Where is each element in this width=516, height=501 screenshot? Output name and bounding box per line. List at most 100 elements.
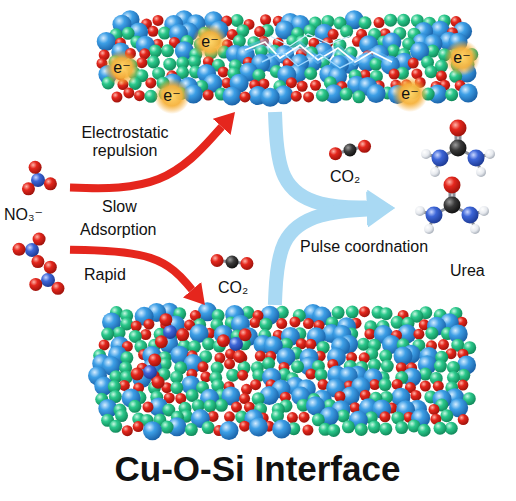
atom-sphere xyxy=(131,321,142,332)
atom-sphere xyxy=(424,224,434,234)
atom-sphere xyxy=(143,421,162,440)
atom-sphere xyxy=(111,92,122,103)
atom-sphere xyxy=(415,206,425,216)
atom-sphere xyxy=(161,421,174,434)
atom-sphere xyxy=(13,243,26,256)
atom-sphere xyxy=(202,421,215,434)
atom-sphere xyxy=(310,80,321,91)
atom-sphere xyxy=(220,421,239,440)
electric-discharge xyxy=(245,34,392,68)
nitrate-molecule xyxy=(22,161,57,196)
atom-sphere xyxy=(101,328,114,341)
atom-sphere xyxy=(462,207,479,224)
atom-sphere xyxy=(459,83,478,102)
atom-sphere xyxy=(369,379,380,390)
atom-sphere xyxy=(305,339,316,350)
co2-molecule xyxy=(329,140,371,160)
atom-sphere xyxy=(379,411,390,422)
atom-sphere xyxy=(485,149,495,159)
atom-sphere xyxy=(224,358,235,369)
electron-glow xyxy=(392,76,428,112)
atom-sphere xyxy=(379,378,392,391)
atom-sphere xyxy=(389,69,400,80)
pulse-arrow xyxy=(275,112,367,208)
atom-sphere xyxy=(364,329,375,340)
atom-sphere xyxy=(239,91,250,102)
atom-sphere xyxy=(211,254,224,267)
atom-sphere xyxy=(340,25,353,38)
atom-sphere xyxy=(479,206,489,216)
atom-sphere xyxy=(340,88,353,101)
atom-sphere xyxy=(384,14,397,27)
atom-sphere xyxy=(476,167,486,177)
atom-sphere xyxy=(22,182,35,195)
atom-sphere xyxy=(128,400,141,413)
atom-sphere xyxy=(163,58,176,71)
atom-sphere xyxy=(374,17,385,28)
bottom-slab-atoms xyxy=(88,302,476,440)
atom-sphere xyxy=(299,412,310,423)
atom-sphere xyxy=(425,65,438,78)
atom-sphere xyxy=(218,66,229,77)
nitrate-molecule xyxy=(217,328,252,363)
atom-sphere xyxy=(428,404,439,415)
nitrate-molecule xyxy=(13,233,46,268)
atom-sphere xyxy=(418,424,431,437)
atom-sphere xyxy=(421,149,431,159)
atom-sphere xyxy=(368,420,381,433)
atom-sphere xyxy=(239,421,250,432)
electron-label: e⁻ xyxy=(201,33,218,51)
nitrate-molecule xyxy=(155,313,189,348)
electron-label: e⁻ xyxy=(163,87,180,105)
atom-sphere xyxy=(29,278,42,291)
atom-sphere xyxy=(259,318,272,331)
atom-sphere xyxy=(152,15,163,26)
atom-sphere xyxy=(33,233,46,246)
atom-sphere xyxy=(152,376,165,389)
atom-sphere xyxy=(367,84,386,103)
atom-sphere xyxy=(316,89,329,102)
atom-sphere xyxy=(226,256,239,269)
atom-sphere xyxy=(444,197,461,214)
nitrate-molecule xyxy=(131,353,165,388)
atom-sphere xyxy=(444,177,461,194)
electron-label: e⁻ xyxy=(401,85,418,103)
atom-sphere xyxy=(432,150,449,167)
atom-sphere xyxy=(276,318,287,329)
atom-sphere xyxy=(297,81,308,92)
electron-glow xyxy=(154,78,190,114)
atom-sphere xyxy=(420,380,431,391)
atom-sphere xyxy=(438,339,449,350)
atom-sphere xyxy=(458,414,469,425)
atom-sphere xyxy=(170,381,183,394)
atom-sphere xyxy=(51,282,64,295)
atom-sphere xyxy=(329,147,342,160)
atom-sphere xyxy=(359,16,372,29)
atom-sphere xyxy=(204,399,217,412)
atom-sphere xyxy=(224,411,235,422)
atom-sphere xyxy=(176,328,189,341)
nitrate-molecule xyxy=(29,261,64,295)
electron-glow xyxy=(104,50,140,86)
co2-molecule xyxy=(211,254,254,270)
discharge-branch xyxy=(262,52,360,68)
atom-sphere xyxy=(134,90,145,101)
atom-sphere xyxy=(430,167,440,177)
atom-sphere xyxy=(395,421,408,434)
atom-sphere xyxy=(291,360,304,373)
atom-sphere xyxy=(99,339,110,350)
urea-product: Urea xyxy=(395,115,505,290)
atom-sphere xyxy=(470,224,480,234)
nitrate-group: NO₃⁻ xyxy=(0,160,70,298)
electron-glows xyxy=(104,24,480,114)
atom-sphere xyxy=(223,86,242,105)
atom-sphere xyxy=(133,421,144,432)
atom-sphere xyxy=(380,307,393,320)
atom-sphere xyxy=(426,207,443,224)
atom-sphere xyxy=(302,425,313,436)
atom-sphere xyxy=(140,329,151,340)
atom-sphere xyxy=(397,14,410,27)
atom-sphere xyxy=(434,360,447,373)
atom-sphere xyxy=(379,422,392,435)
